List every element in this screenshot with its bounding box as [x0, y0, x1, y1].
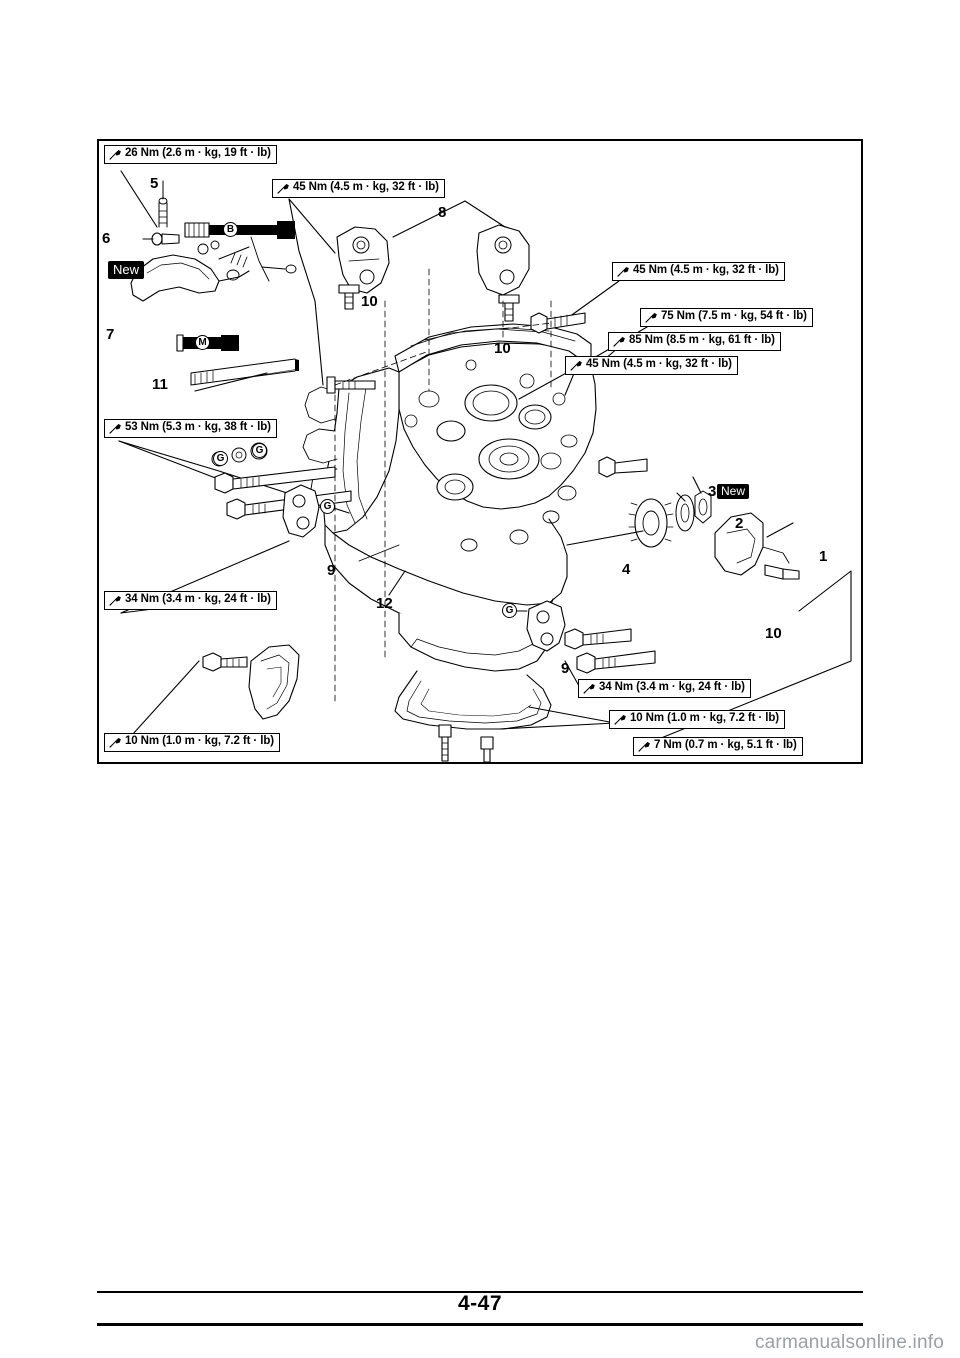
part-number-2: 2 [735, 515, 744, 532]
part-number-10-b: 10 [494, 340, 511, 357]
lube-mark-m: M [195, 335, 210, 350]
lube-mark-g-2: G [252, 443, 267, 458]
footer-rule-top [97, 1291, 863, 1293]
torque-spec-7nm: 7 Nm (0.7 m · kg, 5.1 ft · lb) [633, 737, 803, 756]
torque-value: 34 Nm (3.4 m · kg, 24 ft · lb) [125, 593, 271, 606]
torque-value: 7 Nm (0.7 m · kg, 5.1 ft · lb) [654, 739, 797, 752]
torque-spec-75nm: 75 Nm (7.5 m · kg, 54 ft · lb) [640, 308, 813, 327]
torque-spec-45nm-a: 45 Nm (4.5 m · kg, 32 ft · lb) [272, 179, 445, 198]
part-number-8: 8 [438, 204, 447, 221]
torque-value: 85 Nm (8.5 m · kg, 61 ft · lb) [629, 334, 775, 347]
new-part-badge-7: New [108, 261, 145, 279]
new-part-badge-3: New [717, 484, 750, 499]
site-watermark: carmanualsonline.info [754, 1332, 944, 1353]
torque-value: 34 Nm (3.4 m · kg, 24 ft · lb) [599, 681, 745, 694]
wrench-icon [637, 740, 651, 754]
fasteners-and-leaders [118, 170, 852, 762]
torque-value: 10 Nm (1.0 m · kg, 7.2 ft · lb) [125, 735, 274, 748]
wrench-icon [612, 335, 626, 349]
wrench-icon [108, 422, 122, 436]
wrench-icon [276, 182, 290, 196]
part-number-11: 11 [152, 376, 168, 393]
torque-value: 26 Nm (2.6 m · kg, 19 ft · lb) [125, 147, 271, 160]
lube-mark-b: B [223, 222, 238, 237]
torque-value: 75 Nm (7.5 m · kg, 54 ft · lb) [661, 310, 807, 323]
wrench-icon [108, 148, 122, 162]
torque-spec-34nm-a: 34 Nm (3.4 m · kg, 24 ft · lb) [104, 591, 277, 610]
part-number-1: 1 [819, 548, 828, 565]
wrench-icon [644, 311, 658, 325]
exploded-view-diagram: 26 Nm (2.6 m · kg, 19 ft · lb) 45 Nm (4.… [97, 139, 863, 764]
torque-spec-53nm: 53 Nm (5.3 m · kg, 38 ft · lb) [104, 419, 277, 438]
torque-spec-45nm-b: 45 Nm (4.5 m · kg, 32 ft · lb) [612, 262, 785, 281]
torque-spec-45nm-c: 45 Nm (4.5 m · kg, 32 ft · lb) [565, 356, 738, 375]
part-number-7: 7 [106, 326, 115, 343]
part-number-3: 3 [708, 483, 717, 500]
part-number-5: 5 [150, 175, 159, 192]
wrench-icon [613, 713, 627, 727]
part-number-10-a: 10 [361, 293, 378, 310]
wrench-icon [616, 265, 630, 279]
torque-value: 45 Nm (4.5 m · kg, 32 ft · lb) [633, 264, 779, 277]
torque-spec-34nm-b: 34 Nm (3.4 m · kg, 24 ft · lb) [578, 679, 751, 698]
part-number-10-c: 10 [765, 625, 782, 642]
page-number: 4-47 [457, 1292, 503, 1315]
part-number-12: 12 [376, 595, 393, 612]
wrench-icon [582, 682, 596, 696]
lube-mark-g-3: G [320, 499, 335, 514]
wrench-icon [108, 736, 122, 750]
torque-value: 45 Nm (4.5 m · kg, 32 ft · lb) [293, 181, 439, 194]
torque-value: 45 Nm (4.5 m · kg, 32 ft · lb) [586, 358, 732, 371]
wrench-icon [569, 359, 583, 373]
torque-spec-26nm: 26 Nm (2.6 m · kg, 19 ft · lb) [104, 145, 277, 164]
part-number-9-b: 9 [561, 660, 570, 677]
part-number-4: 4 [622, 561, 631, 578]
part-number-6: 6 [102, 230, 111, 247]
lube-mark-g-4: G [502, 603, 517, 618]
part-number-9-a: 9 [327, 562, 336, 579]
wrench-icon [108, 594, 122, 608]
footer-rule-bottom [97, 1323, 863, 1326]
torque-value: 10 Nm (1.0 m · kg, 7.2 ft · lb) [630, 712, 779, 725]
torque-spec-85nm: 85 Nm (8.5 m · kg, 61 ft · lb) [608, 332, 781, 351]
torque-value: 53 Nm (5.3 m · kg, 38 ft · lb) [125, 421, 271, 434]
torque-spec-10nm-a: 10 Nm (1.0 m · kg, 7.2 ft · lb) [104, 733, 280, 752]
torque-spec-10nm-b: 10 Nm (1.0 m · kg, 7.2 ft · lb) [609, 710, 785, 729]
lube-mark-g-1: G [213, 451, 228, 466]
